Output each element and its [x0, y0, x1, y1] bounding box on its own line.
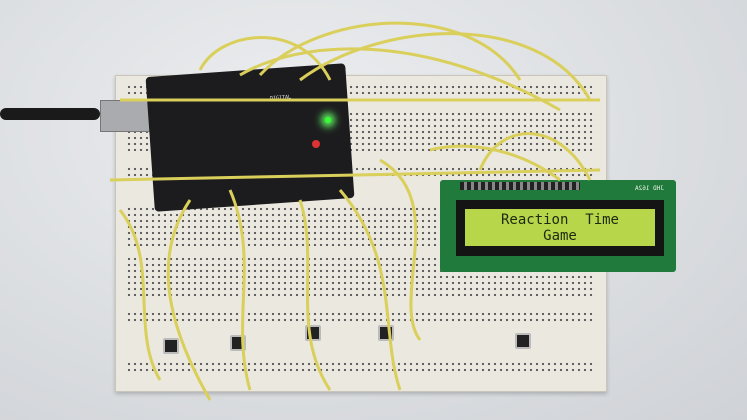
usb-cable [0, 108, 100, 120]
lcd-line-2: Game [543, 228, 577, 244]
push-button [515, 333, 531, 349]
lcd-pins [460, 182, 580, 190]
reset-button [312, 140, 320, 148]
lcd-screen: Reaction Time Game [465, 209, 655, 246]
power-led [325, 117, 331, 123]
lcd-line-1: Reaction Time [500, 212, 619, 228]
push-button [163, 338, 179, 354]
lcd-module: JHD 162A Reaction Time Game [440, 180, 676, 272]
